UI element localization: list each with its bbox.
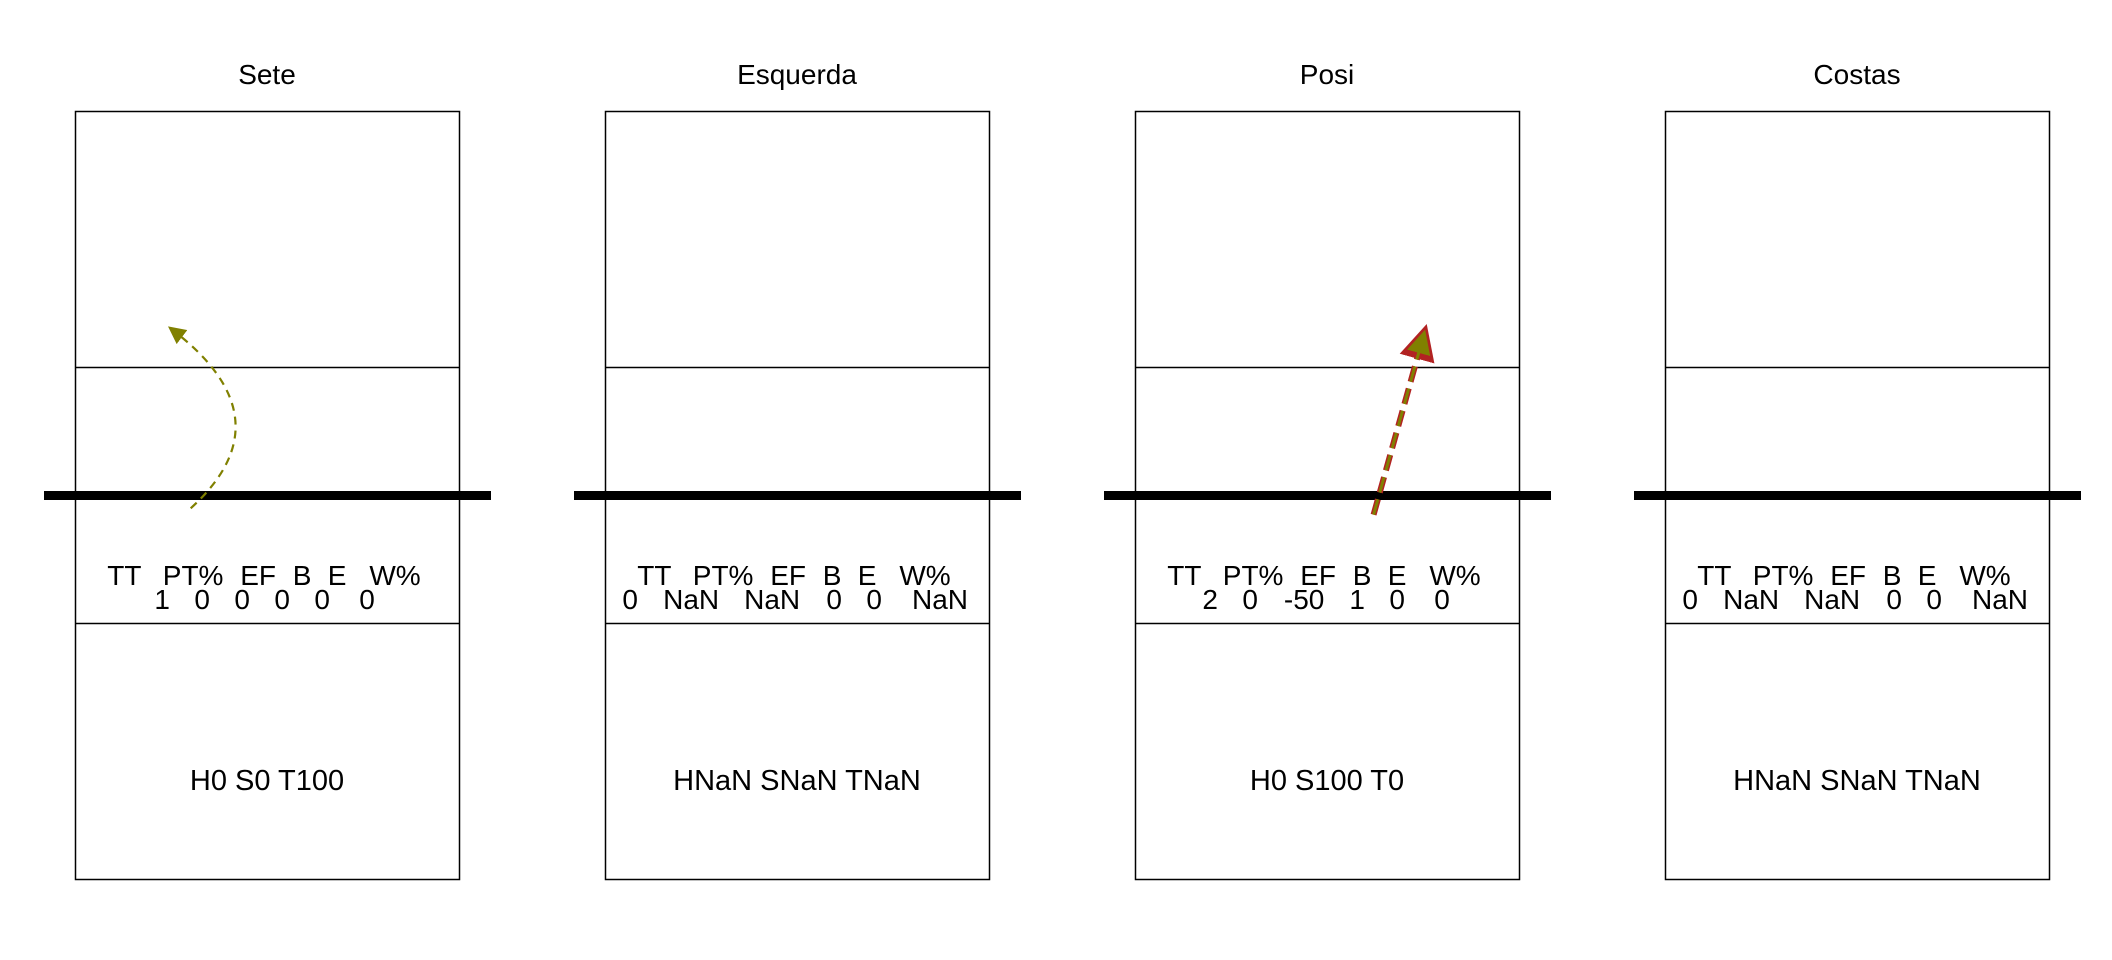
- stat-header: E: [858, 560, 877, 591]
- stat-value-row: 0 NaN NaN 0 0 NaN: [1682, 584, 2028, 615]
- stat-value: 2: [1202, 584, 1218, 615]
- hst-summary: H0 S0 T100: [190, 765, 344, 797]
- stat-value: NaN: [1804, 584, 1860, 615]
- stat-header-row: TT PT% EF B E W%: [1167, 560, 1480, 591]
- stat-header: W%: [1429, 560, 1480, 591]
- arrow-layer: [1370, 323, 1435, 516]
- stat-value: 0: [234, 584, 250, 615]
- stat-header: B: [1883, 560, 1902, 591]
- hst-summary: HNaN SNaN TNaN: [1733, 765, 1981, 797]
- panel-title: Sete: [238, 59, 296, 90]
- stat-value: 0: [359, 584, 375, 615]
- stat-header: B: [293, 560, 312, 591]
- stat-header: W%: [1959, 560, 2010, 591]
- stat-header: B: [1353, 560, 1372, 591]
- stat-header-row: TT PT% EF B E W%: [107, 560, 420, 591]
- stat-value: -50: [1284, 584, 1324, 615]
- stat-value: 0: [194, 584, 210, 615]
- stat-header: EF: [1830, 560, 1866, 591]
- stat-header: TT: [1167, 560, 1201, 591]
- stat-header: E: [1918, 560, 1937, 591]
- stat-value: 0: [1926, 584, 1942, 615]
- stat-value: 0: [1886, 584, 1902, 615]
- stat-value: 0: [1389, 584, 1405, 615]
- panel-title: Posi: [1300, 59, 1354, 90]
- stat-header: PT%: [1753, 560, 1814, 591]
- stat-value: NaN: [744, 584, 800, 615]
- stat-header: E: [328, 560, 347, 591]
- panel-title: Costas: [1813, 59, 1900, 90]
- stat-header: PT%: [163, 560, 224, 591]
- attack-arrow: [1372, 329, 1431, 516]
- stat-value: NaN: [912, 584, 968, 615]
- panel-title: Esquerda: [737, 59, 857, 90]
- arrow-layer: [167, 326, 237, 510]
- stat-header: PT%: [1223, 560, 1284, 591]
- stat-value-row: 1 0 0 0 0 0: [154, 584, 374, 615]
- stat-header: EF: [240, 560, 276, 591]
- stat-header-row: TT PT% EF B E W%: [637, 560, 950, 591]
- stat-value: 0: [1242, 584, 1258, 615]
- stat-value: 1: [1349, 584, 1365, 615]
- court-panel: Posi TT PT% EF B E W% 2 0 -50 1 0 0 H0 S…: [1104, 59, 1551, 881]
- stat-value: 0: [1682, 584, 1698, 615]
- stat-value: 0: [274, 584, 290, 615]
- stat-header: PT%: [693, 560, 754, 591]
- hst-summary: HNaN SNaN TNaN: [673, 765, 921, 797]
- stat-header: EF: [770, 560, 806, 591]
- stat-value: 1: [154, 584, 170, 615]
- stat-header: B: [823, 560, 842, 591]
- court-panel: Esquerda TT PT% EF B E W% 0 NaN NaN 0 0 …: [574, 59, 1021, 881]
- stat-value: 0: [314, 584, 330, 615]
- hst-summary: H0 S100 T0: [1250, 765, 1404, 797]
- stat-value: NaN: [663, 584, 719, 615]
- stat-value-row: 0 NaN NaN 0 0 NaN: [622, 584, 968, 615]
- stat-header: W%: [369, 560, 420, 591]
- stat-value: 0: [826, 584, 842, 615]
- attack-arrow: [167, 326, 237, 510]
- stat-header: EF: [1300, 560, 1336, 591]
- court-panel: Sete TT PT% EF B E W% 1 0 0 0 0 0 H0 S0 …: [44, 59, 491, 881]
- stat-header: TT: [1697, 560, 1731, 591]
- stat-header: E: [1388, 560, 1407, 591]
- stat-header: TT: [637, 560, 671, 591]
- stat-header-row: TT PT% EF B E W%: [1697, 560, 2010, 591]
- court-panel: Costas TT PT% EF B E W% 0 NaN NaN 0 0 Na…: [1634, 59, 2081, 881]
- stat-header: TT: [107, 560, 141, 591]
- stat-value: 0: [622, 584, 638, 615]
- stat-value: 0: [866, 584, 882, 615]
- stat-header: W%: [899, 560, 950, 591]
- stat-value-row: 2 0 -50 1 0 0: [1202, 584, 1449, 615]
- stat-value: NaN: [1723, 584, 1779, 615]
- stat-value: 0: [1434, 584, 1450, 615]
- stat-value: NaN: [1972, 584, 2028, 615]
